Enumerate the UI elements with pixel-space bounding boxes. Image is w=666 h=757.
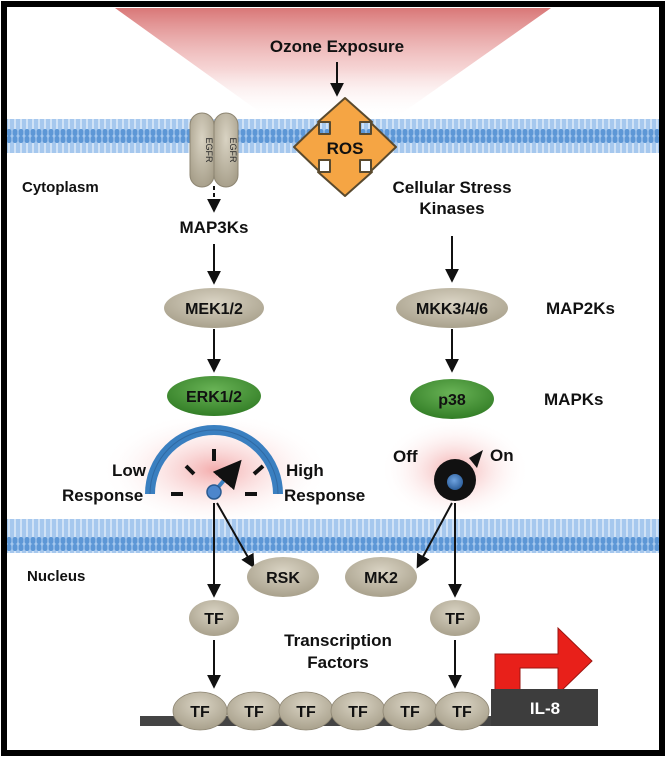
ozone-exposure-cone <box>115 8 551 118</box>
high-response-label-1: High <box>286 461 324 480</box>
tf-dna-label: TF <box>244 704 264 721</box>
cytoplasm-label: Cytoplasm <box>22 179 99 196</box>
erk-label: ERK1/2 <box>186 389 242 406</box>
tf-dna-label: TF <box>452 704 472 721</box>
nuclear-membrane <box>7 519 659 553</box>
nucleus-label: Nucleus <box>27 568 85 585</box>
cellular-stress-label-2: Kinases <box>419 199 484 218</box>
off-label: Off <box>393 447 418 466</box>
bent-arrow-icon <box>494 626 593 696</box>
erk-node <box>167 376 261 416</box>
transcription-factors-label-1: Transcription <box>284 631 392 650</box>
ros-icon: ROS <box>293 97 397 197</box>
tf-dna-label: TF <box>348 704 368 721</box>
ozone-exposure-label: Ozone Exposure <box>270 37 404 56</box>
mek-node <box>164 288 264 328</box>
tf-dna-row: TF TF TF TF TF TF <box>172 691 490 731</box>
tf-node-right <box>430 600 480 636</box>
mapks-label: MAPKs <box>544 390 604 409</box>
mk2-node <box>345 557 417 597</box>
tf-dna-label: TF <box>400 704 420 721</box>
tf-label-left: TF <box>204 611 224 628</box>
tf-node-left <box>189 600 239 636</box>
p38-to-mk2-arrow <box>416 502 453 569</box>
tf-dna-label: TF <box>296 704 316 721</box>
erk-to-rsk-arrow <box>216 502 255 569</box>
egfr-label-left: EGFR <box>204 137 214 163</box>
speedometer-gauge-icon <box>145 425 283 500</box>
rsk-node <box>247 557 319 597</box>
mek-label: MEK1/2 <box>185 301 243 318</box>
tf-label-right: TF <box>445 611 465 628</box>
tf-dna-label: TF <box>190 704 210 721</box>
mkk-label: MKK3/4/6 <box>416 301 488 318</box>
toggle-knob-icon <box>434 450 483 501</box>
cellular-stress-label-1: Cellular Stress <box>392 178 511 197</box>
ros-label: ROS <box>327 139 364 158</box>
p38-node <box>410 379 494 419</box>
transcription-factors-label-2: Factors <box>307 653 368 672</box>
low-response-label-1: Low <box>112 461 147 480</box>
tf-dna-node <box>434 691 490 731</box>
egfr-label-right: EGFR <box>228 137 238 163</box>
on-label: On <box>490 446 514 465</box>
egfr-receptor: EGFR EGFR <box>189 112 239 188</box>
p38-label: p38 <box>438 392 466 409</box>
mkk-node <box>396 288 508 328</box>
high-response-label-2: Response <box>284 486 365 505</box>
low-response-label-2: Response <box>62 486 143 505</box>
il8-label: IL-8 <box>530 699 560 718</box>
map2ks-label: MAP2Ks <box>546 299 615 318</box>
il8-gene-box <box>491 689 598 726</box>
map3ks-label: MAP3Ks <box>180 218 249 237</box>
rsk-label: RSK <box>266 570 300 587</box>
mk2-label: MK2 <box>364 570 398 587</box>
